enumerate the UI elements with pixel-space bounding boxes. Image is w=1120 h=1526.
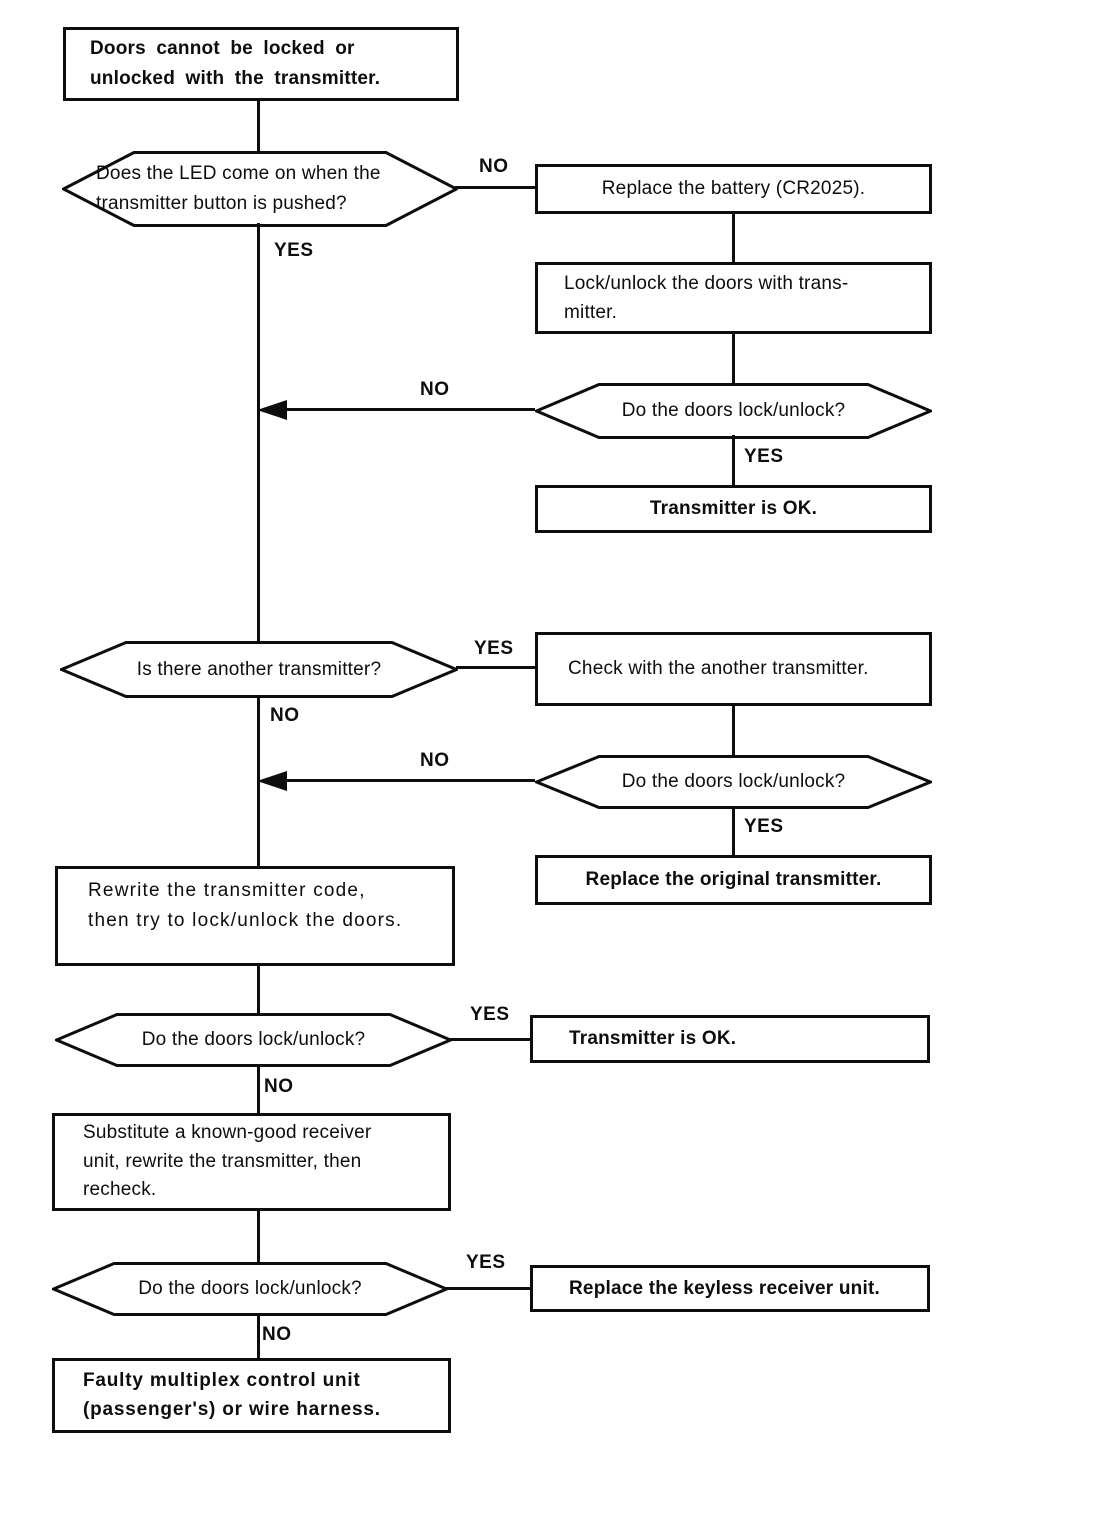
yes-label: YES bbox=[470, 1004, 510, 1025]
yes-label: YES bbox=[744, 446, 784, 467]
connector-qled-to-qanother bbox=[257, 223, 260, 643]
no-label: NO bbox=[264, 1076, 294, 1097]
node-substitute-receiver: Substitute a known-good receiver unit, r… bbox=[52, 1113, 451, 1211]
connector-qdoors1-to-ok bbox=[732, 435, 735, 487]
no-label: NO bbox=[420, 379, 450, 400]
hexagon-shape bbox=[535, 383, 932, 439]
node-rewrite-code-text: Rewrite the transmitter code, then try t… bbox=[88, 879, 403, 931]
connector-qdoors2-no bbox=[285, 779, 535, 782]
node-replace-original: Replace the original transmitter. bbox=[535, 855, 932, 905]
node-transmitter-ok-2: Transmitter is OK. bbox=[530, 1015, 930, 1063]
node-faulty-multiplex: Faulty multiplex control unit (passenger… bbox=[52, 1358, 451, 1433]
yes-label: YES bbox=[274, 240, 314, 261]
connector-substitute-to-qdoors4 bbox=[257, 1209, 260, 1264]
node-rewrite-code: Rewrite the transmitter code, then try t… bbox=[55, 866, 455, 966]
node-question-doors-2-text: Do the doors lock/unlock? bbox=[621, 771, 846, 793]
node-question-doors-1-text: Do the doors lock/unlock? bbox=[621, 400, 846, 422]
connector-qdoors4-to-faulty bbox=[257, 1313, 260, 1360]
hexagon-shape bbox=[60, 641, 458, 698]
node-check-another: Check with the another transmitter. bbox=[535, 632, 932, 706]
node-start-text: Doors cannot be locked or unlocked with … bbox=[90, 37, 381, 89]
node-start: Doors cannot be locked or unlocked with … bbox=[63, 27, 459, 101]
connector-qanother-yes bbox=[456, 666, 535, 669]
node-replace-battery-text: Replace the battery (CR2025). bbox=[601, 178, 866, 200]
connector-qled-no bbox=[455, 186, 535, 189]
hexagon-shape bbox=[62, 151, 458, 227]
connector-lockunlock-to-qdoors1 bbox=[732, 332, 735, 385]
connector-qanother-to-rewrite bbox=[257, 695, 260, 868]
node-transmitter-ok-1-text: Transmitter is OK. bbox=[649, 498, 818, 520]
node-question-another: Is there another transmitter? bbox=[60, 641, 458, 698]
connector-qdoors1-no bbox=[285, 408, 535, 411]
node-question-doors-3-text: Do the doors lock/unlock? bbox=[141, 1029, 366, 1051]
connector-start-to-qled bbox=[257, 99, 260, 153]
connector-qdoors4-yes bbox=[446, 1287, 530, 1290]
node-replace-keyless-text: Replace the keyless receiver unit. bbox=[569, 1277, 880, 1299]
yes-label: YES bbox=[474, 638, 514, 659]
node-replace-keyless: Replace the keyless receiver unit. bbox=[530, 1265, 930, 1312]
node-lock-unlock-text: Lock/unlock the doors with trans- mitter… bbox=[564, 272, 849, 323]
node-check-another-text: Check with the another transmitter. bbox=[568, 658, 869, 680]
node-transmitter-ok-2-text: Transmitter is OK. bbox=[569, 1028, 737, 1050]
node-question-doors-2: Do the doors lock/unlock? bbox=[535, 755, 932, 809]
node-replace-battery: Replace the battery (CR2025). bbox=[535, 164, 932, 214]
node-question-doors-4-text: Do the doors lock/unlock? bbox=[138, 1278, 362, 1300]
hexagon-shape bbox=[535, 755, 932, 809]
yes-label: YES bbox=[466, 1252, 506, 1273]
node-faulty-multiplex-text: Faulty multiplex control unit (passenger… bbox=[83, 1370, 381, 1420]
node-lock-unlock: Lock/unlock the doors with trans- mitter… bbox=[535, 262, 932, 334]
connector-battery-to-lockunlock bbox=[732, 212, 735, 264]
node-question-led-text: Does the LED come on when the transmitte… bbox=[96, 162, 381, 214]
connector-qdoors2-to-replace bbox=[732, 806, 735, 857]
no-label: NO bbox=[262, 1324, 292, 1345]
node-transmitter-ok-1: Transmitter is OK. bbox=[535, 485, 932, 533]
node-question-doors-1: Do the doors lock/unlock? bbox=[535, 383, 932, 439]
node-question-another-text: Is there another transmitter? bbox=[136, 658, 382, 680]
connector-qdoors3-to-substitute bbox=[257, 1065, 260, 1115]
no-label: NO bbox=[420, 750, 450, 771]
yes-label: YES bbox=[744, 816, 784, 837]
node-substitute-receiver-text: Substitute a known-good receiver unit, r… bbox=[83, 1122, 372, 1201]
connector-check-to-qdoors2 bbox=[732, 703, 735, 757]
connector-rewrite-to-qdoors3 bbox=[257, 964, 260, 1015]
node-question-doors-4: Do the doors lock/unlock? bbox=[52, 1262, 448, 1316]
arrowhead-left-icon bbox=[257, 400, 287, 420]
no-label: NO bbox=[270, 705, 300, 726]
node-replace-original-text: Replace the original transmitter. bbox=[585, 869, 882, 891]
connector-qdoors3-yes bbox=[450, 1038, 530, 1041]
node-question-led: Does the LED come on when the transmitte… bbox=[62, 151, 458, 227]
arrowhead-left-icon bbox=[257, 771, 287, 791]
node-question-doors-3: Do the doors lock/unlock? bbox=[55, 1013, 452, 1067]
no-label: NO bbox=[479, 156, 509, 177]
